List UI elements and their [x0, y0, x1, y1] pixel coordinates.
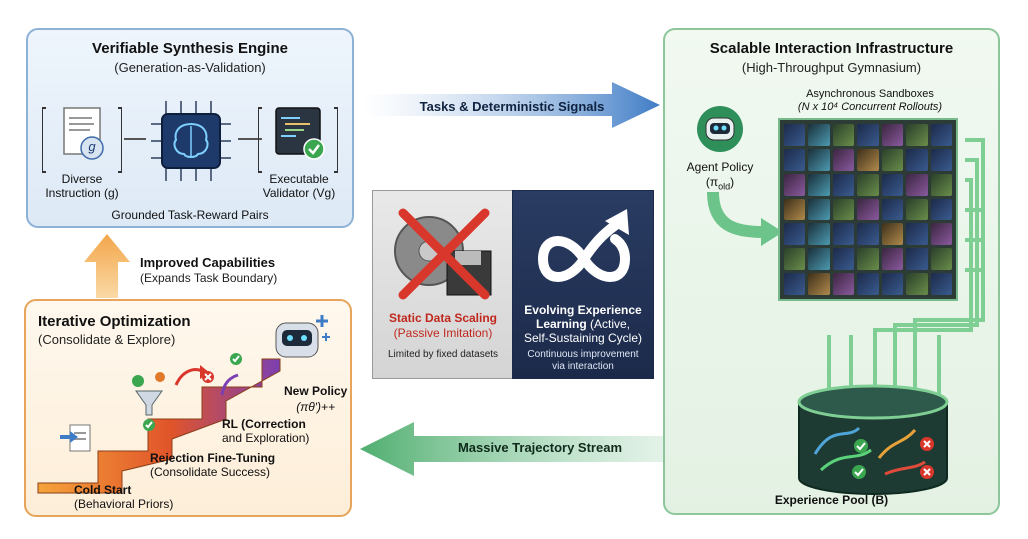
- optim-title: Iterative Optimization: [38, 313, 191, 330]
- sandbox-cell: [906, 198, 928, 221]
- synthesis-engine-panel: Verifiable Synthesis Engine (Generation-…: [26, 28, 354, 228]
- iterative-optimization-panel: Iterative Optimization (Consolidate & Ex…: [24, 299, 352, 517]
- sandbox-cell: [784, 148, 806, 171]
- sandbox-cell: [857, 273, 879, 295]
- connector-line: [124, 138, 146, 140]
- sandbox-cell: [906, 148, 928, 171]
- static-scaling-tile: Static Data Scaling (Passive Imitation) …: [372, 190, 514, 379]
- sandbox-cell: [906, 223, 928, 246]
- brain-chip-icon: [146, 96, 236, 186]
- sandbox-cell: [857, 198, 879, 221]
- staircase-graphic: [37, 315, 330, 494]
- sandbox-cell: [857, 148, 879, 171]
- evolving-learning-tile: Evolving Experience Learning (Active, Se…: [512, 190, 654, 379]
- sandbox-cell: [832, 173, 855, 196]
- improved-capabilities-arrow: [84, 234, 130, 298]
- evolving-learning-note: Continuous improvement via interaction: [527, 349, 639, 372]
- sandbox-cell: [808, 124, 830, 146]
- disk-crossed-icon: [394, 208, 492, 300]
- agent-policy-label: Agent Policy (πold): [686, 160, 754, 192]
- sandbox-cell: [808, 248, 830, 271]
- sandbox-cell: [930, 248, 952, 271]
- sandbox-cell: [784, 124, 806, 146]
- engine-subtitle: (Generation-as-Validation): [114, 60, 266, 75]
- rl-label: RL (Correction and Exploration): [222, 417, 310, 445]
- sandbox-cell: [832, 223, 855, 246]
- sandbox-cell: [784, 198, 806, 221]
- sandbox-cell: [881, 273, 904, 295]
- optim-subtitle: (Consolidate & Explore): [38, 332, 176, 347]
- new-policy-label: New Policy (πθ′)++: [284, 384, 348, 414]
- static-scaling-sub: (Passive Imitation): [393, 326, 493, 340]
- infinity-growth-icon: [537, 209, 631, 282]
- cold-start-label: Cold Start (Behavioral Priors): [74, 483, 174, 511]
- rollout-pipes: [827, 138, 985, 405]
- infra-subtitle: (High-Throughput Gymnasium): [741, 60, 922, 75]
- sandbox-cell: [906, 124, 928, 146]
- sandbox-cell: [808, 273, 830, 295]
- sandbox-cell: [808, 198, 830, 221]
- sandbox-cell: [857, 248, 879, 271]
- sandbox-cell: [832, 273, 855, 295]
- sandbox-cell: [906, 273, 928, 295]
- sandbox-cell: [930, 173, 952, 196]
- document-icon: [41, 107, 123, 173]
- sandboxes-label: Asynchronous Sandboxes (N x 10⁴ Concurre…: [797, 88, 943, 113]
- connector-line: [238, 138, 262, 140]
- sandbox-cell: [906, 248, 928, 271]
- instruction-block: g: [41, 102, 123, 178]
- experience-pool-cylinder: [797, 384, 949, 495]
- sandbox-cell: [930, 223, 952, 246]
- instruction-glyph: g: [88, 139, 96, 154]
- sandbox-cell: [857, 173, 879, 196]
- sandbox-cell: [784, 273, 806, 295]
- sandbox-cell: [930, 198, 952, 221]
- evolving-learning-title: Evolving Experience Learning (Active, Se…: [523, 303, 643, 345]
- sandbox-cell: [881, 124, 904, 146]
- tasks-signals-label: Tasks & Deterministic Signals: [419, 99, 605, 114]
- sandbox-cell: [857, 124, 879, 146]
- sandbox-cell: [808, 223, 830, 246]
- code-check-icon: [257, 107, 339, 173]
- improved-capabilities-sub: (Expands Task Boundary): [140, 271, 278, 285]
- sandbox-cell: [808, 148, 830, 171]
- agent-to-sandbox-arrow: [707, 191, 783, 246]
- robot-agent-icon: [697, 106, 743, 152]
- validator-block: [257, 102, 339, 178]
- sandbox-cell: [881, 173, 904, 196]
- sandbox-cell: [881, 148, 904, 171]
- sandbox-grid: [778, 118, 958, 301]
- instruction-label: Diverse Instruction (g): [45, 172, 119, 200]
- sandbox-cell: [930, 148, 952, 171]
- sandbox-cell: [784, 248, 806, 271]
- engine-footer: Grounded Task-Reward Pairs: [111, 208, 269, 222]
- sandbox-cell: [857, 223, 879, 246]
- improved-capabilities-title: Improved Capabilities: [140, 255, 276, 270]
- sandbox-cell: [930, 273, 952, 295]
- rft-label: Rejection Fine-Tuning (Consolidate Succe…: [150, 451, 276, 479]
- sandbox-cell: [832, 148, 855, 171]
- validator-label: Executable Validator (Vg): [262, 172, 336, 200]
- sandbox-cell: [784, 223, 806, 246]
- engine-title: Verifiable Synthesis Engine: [92, 40, 288, 57]
- experience-pool-label: Experience Pool (B): [774, 493, 889, 507]
- sandbox-cell: [808, 173, 830, 196]
- sandbox-cell: [832, 198, 855, 221]
- sandbox-cell: [832, 124, 855, 146]
- sandbox-cell: [881, 248, 904, 271]
- static-scaling-title: Static Data Scaling: [388, 311, 498, 325]
- infra-title: Scalable Interaction Infrastructure: [709, 40, 954, 57]
- sandbox-cell: [881, 223, 904, 246]
- sandbox-cell: [832, 248, 855, 271]
- trajectory-stream-label: Massive Trajectory Stream: [457, 440, 623, 455]
- sandbox-cell: [881, 198, 904, 221]
- sandbox-cell: [930, 124, 952, 146]
- tasks-signals-arrow: [362, 82, 660, 128]
- sandbox-cell: [906, 173, 928, 196]
- static-scaling-note: Limited by fixed datasets: [387, 349, 499, 360]
- sandbox-cell: [784, 173, 806, 196]
- trajectory-stream-arrow: [360, 422, 798, 476]
